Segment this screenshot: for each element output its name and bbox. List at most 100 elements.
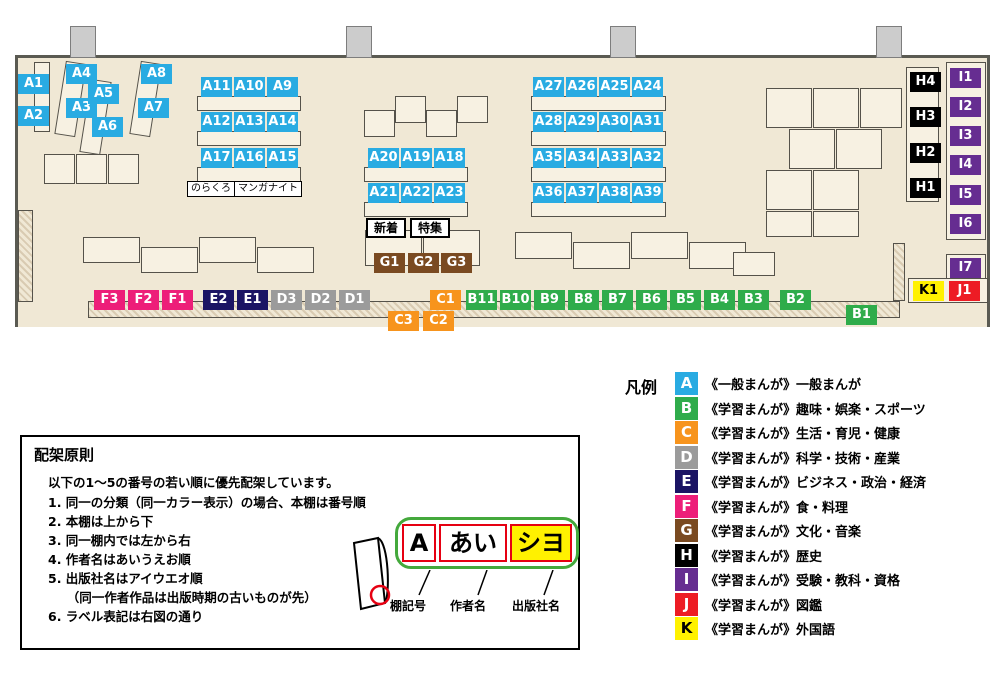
legend-label-E: 《学習まんが》ビジネス・政治・経済 [705, 472, 926, 491]
pillar [876, 26, 902, 58]
shelf-label-A9: A9 [267, 77, 298, 97]
shelf [946, 62, 986, 240]
shelf-label-A10: A10 [234, 77, 265, 97]
shelf-label-A2: A2 [18, 106, 49, 126]
shelf-label-B8: B8 [568, 290, 599, 310]
legend-series: 《学習まんが》 [705, 623, 797, 638]
legend-swatch-C: C [675, 421, 699, 444]
shelf-label-I4: I4 [950, 155, 981, 175]
legend-swatch-G: G [675, 519, 699, 542]
legend-series: 《学習まんが》 [705, 549, 797, 565]
shelf-label-E2: E2 [203, 290, 234, 310]
legend-label-J: 《学習まんが》図鑑 [705, 595, 822, 614]
shelf [813, 88, 859, 128]
shelf-label-A14: A14 [267, 112, 298, 132]
shelf-label-I5: I5 [950, 185, 981, 205]
legend-title: 凡例 [625, 378, 658, 397]
legend-category: 生活・育児・健康 [796, 427, 901, 442]
shelf-label-A11: A11 [201, 77, 232, 97]
legend-series: 《学習まんが》 [705, 574, 797, 589]
shelf-label-A39: A39 [632, 183, 663, 203]
shelf [631, 232, 688, 259]
shelf [44, 154, 75, 184]
shelf [141, 247, 198, 273]
legend-series: 《一般まんが》 [705, 378, 797, 393]
caption-shelf-code: 棚記号 [390, 599, 427, 613]
shelf [199, 237, 256, 263]
shelf-label-J1: J1 [949, 281, 980, 301]
shelf-label-A36: A36 [533, 183, 564, 203]
shelf-label-A25: A25 [599, 77, 630, 97]
shelf-label-C1: C1 [430, 290, 461, 310]
shelf-label-B7: B7 [602, 290, 633, 310]
pillar [70, 26, 96, 58]
shelf [733, 252, 775, 276]
shelf [364, 110, 395, 137]
shelf-label-A20: A20 [368, 148, 399, 168]
legend-category: ビジネス・政治・経済 [796, 476, 927, 491]
legend-label-I: 《学習まんが》受験・教科・資格 [705, 570, 900, 589]
legend-series: 《学習まんが》 [705, 500, 797, 516]
shelf-label-H2: H2 [910, 143, 941, 163]
shelf-label-A38: A38 [599, 183, 630, 203]
legend-label-B: 《学習まんが》趣味・娯楽・スポーツ [705, 399, 926, 418]
shelf-label-C2: C2 [423, 311, 454, 331]
shelf-label-A30: A30 [599, 112, 630, 132]
pillar [610, 26, 636, 58]
shelf-label-A32: A32 [632, 148, 663, 168]
legend-label-F: 《学習まんが》食・料理 [705, 497, 848, 516]
shelf-label-A22: A22 [401, 183, 432, 203]
legend-series: 《学習まんが》 [705, 402, 797, 418]
legend-series: 《学習まんが》 [705, 525, 797, 540]
shelf-label-A24: A24 [632, 77, 663, 97]
shelf-label-I6: I6 [950, 214, 981, 234]
shelf-label-A21: A21 [368, 183, 399, 203]
legend-row-F: F《学習まんが》食・料理 [675, 494, 926, 518]
shelf-label-I3: I3 [950, 126, 981, 146]
shelf [395, 96, 426, 123]
shelf-label-A26: A26 [566, 77, 597, 97]
shelf-label-D3: D3 [271, 290, 302, 310]
shelf-label-B10: B10 [500, 290, 531, 310]
legend-row-D: D《学習まんが》科学・技術・産業 [675, 445, 926, 469]
shelf-label-G1: G1 [374, 253, 405, 273]
legend-series: 《学習まんが》 [705, 451, 797, 467]
shelf-label-B1: B1 [846, 305, 877, 325]
shelf-label-G3: G3 [441, 253, 472, 273]
shelf [813, 211, 859, 237]
label-publisher-name: シヨ [510, 524, 572, 562]
legend-series: 《学習まんが》 [705, 476, 797, 491]
shelf-label-C3: C3 [388, 311, 419, 331]
shelf [531, 167, 666, 182]
shelf-label-A28: A28 [533, 112, 564, 132]
label-author-name: あい [439, 524, 507, 562]
shelf [531, 131, 666, 146]
shelf-label-H4: H4 [910, 72, 941, 92]
shelf-label-B2: B2 [780, 290, 811, 310]
area-tag-2: 新着 [366, 218, 406, 238]
shelf [531, 96, 666, 111]
legend-label-D: 《学習まんが》科学・技術・産業 [705, 448, 900, 467]
legend-label-H: 《学習まんが》歴史 [705, 546, 822, 565]
legend-label-C: 《学習まんが》生活・育児・健康 [705, 423, 900, 442]
caption-pointer-lines [418, 570, 554, 596]
legend-series: 《学習まんが》 [705, 598, 797, 614]
shelf [364, 167, 468, 182]
shelf-label-A27: A27 [533, 77, 564, 97]
shelf-label-A15: A15 [267, 148, 298, 168]
principles-intro: 以下の1〜5の番号の若い順に優先配架しています。 [48, 475, 339, 490]
shelf-label-A17: A17 [201, 148, 232, 168]
rule-6: （同一作者作品は出版時期の古いものが先） [48, 590, 317, 605]
shelf-label-A34: A34 [566, 148, 597, 168]
shelf-label-B11: B11 [466, 290, 497, 310]
legend-row-H: H《学習まんが》歴史 [675, 543, 926, 567]
shelf [197, 96, 301, 111]
shelf-label-H3: H3 [910, 107, 941, 127]
shelf [836, 129, 882, 169]
shelf [766, 88, 812, 128]
legend-row-J: J《学習まんが》図鑑 [675, 592, 926, 616]
shelf-label-A18: A18 [434, 148, 465, 168]
shelf [76, 154, 107, 184]
